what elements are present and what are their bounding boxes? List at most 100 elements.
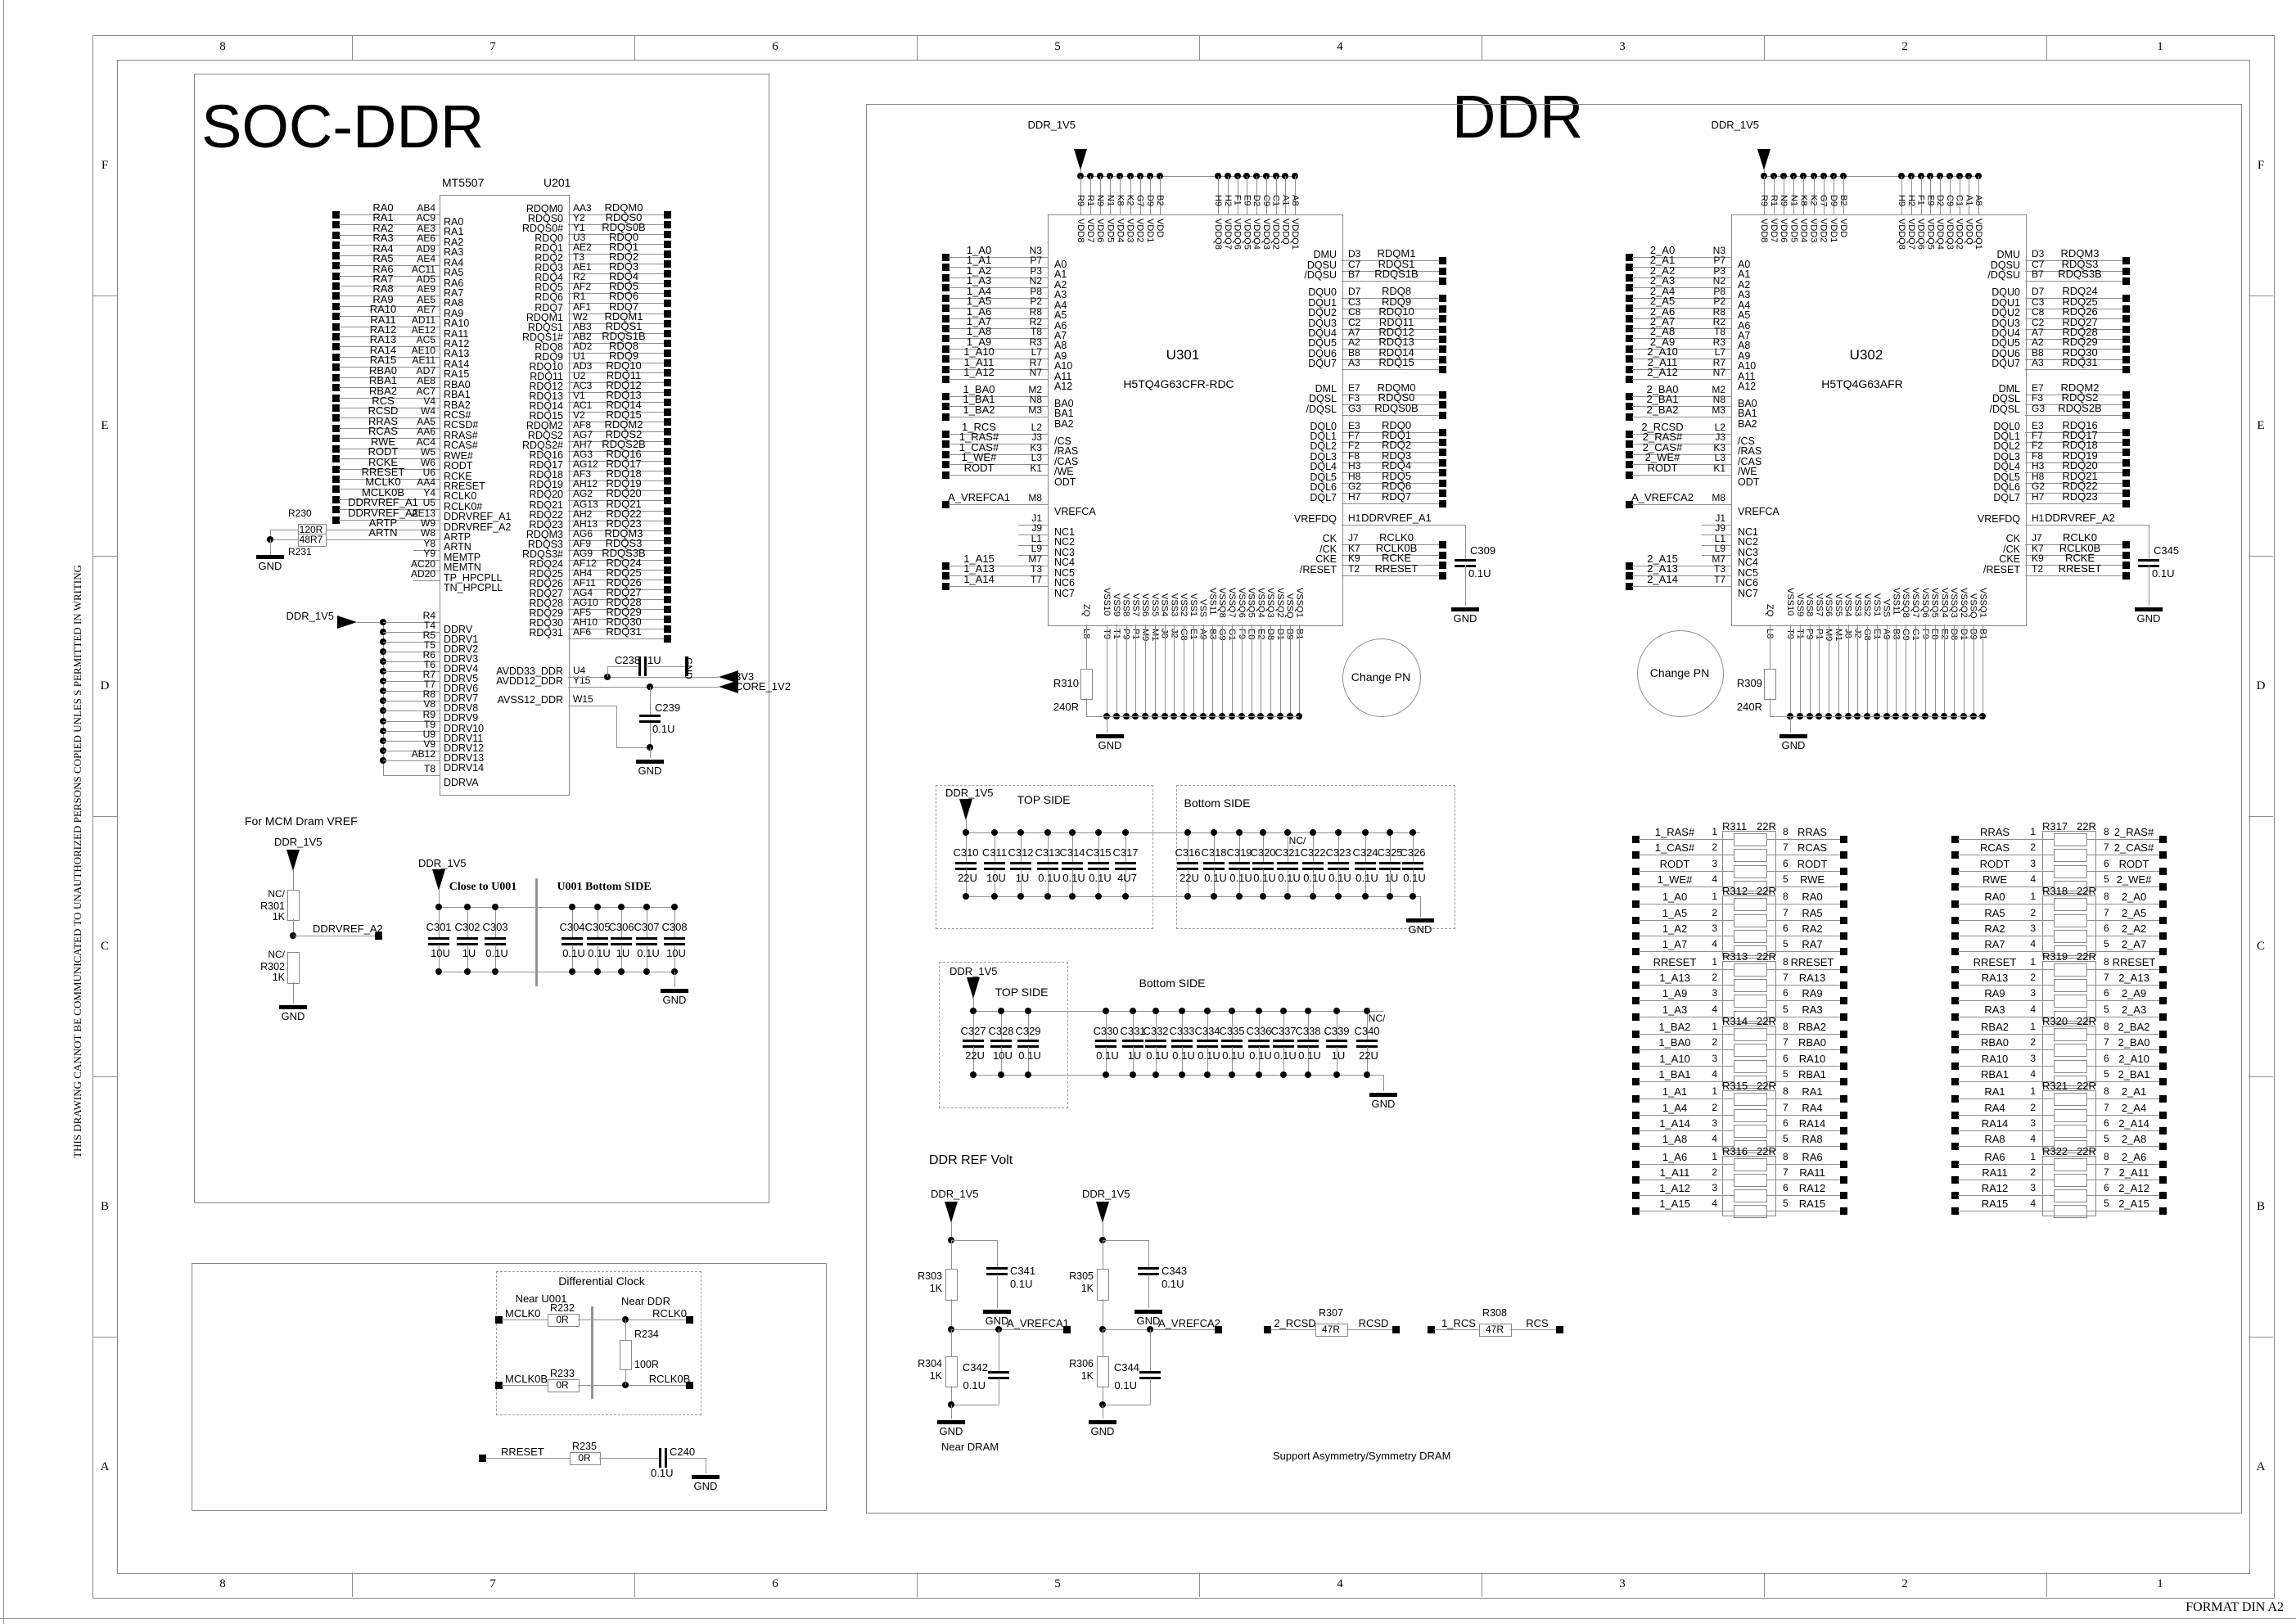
pin-name: A1 <box>1054 268 1067 281</box>
rail-label: DDR_1V5 <box>418 857 467 869</box>
net-label: RDQ12 <box>606 378 642 391</box>
pin-number: P7 <box>1713 255 1725 267</box>
net-label: RCLK0 <box>1379 531 1414 544</box>
wire <box>1232 625 1233 716</box>
pin-number: T6 <box>423 659 435 671</box>
terminal-square <box>1439 401 1446 409</box>
junction-dot <box>1410 893 1416 900</box>
capacitor-ref: C340 <box>1354 1025 1380 1037</box>
wire <box>2025 575 2122 576</box>
pin-name: A2 <box>1054 278 1067 291</box>
pack-value: 22R <box>1757 820 1776 832</box>
terminal-square <box>1439 479 1446 487</box>
terminal-square <box>942 413 950 421</box>
chip-u301 <box>1048 214 1343 626</box>
wire <box>1018 555 1048 557</box>
pin-number: AC5 <box>416 334 435 346</box>
pin-number: AF9 <box>573 537 592 549</box>
net-label: RODT <box>963 461 995 474</box>
terminal-square <box>942 314 950 323</box>
wire <box>1632 503 1731 505</box>
pin-name: DDRV8 <box>444 702 479 715</box>
pin-name: RA10 <box>444 318 470 330</box>
pin-name: VDD7 <box>1769 219 1780 243</box>
wire <box>1465 525 1466 559</box>
terminal-square <box>664 526 671 535</box>
pin-name: RDQ20 <box>529 489 563 501</box>
grid-col-label: 5 <box>1054 40 1061 53</box>
pin-number: 7 <box>2104 1101 2109 1113</box>
gnd-symbol <box>256 555 284 559</box>
pin-number: AE7 <box>417 304 435 316</box>
wire <box>1813 176 1815 214</box>
terminal-square <box>1626 304 1633 313</box>
pin-name: /RESET <box>1299 563 1337 575</box>
pin-number: R9 <box>1076 195 1085 207</box>
side-label: U001 Bottom SIDE <box>557 881 652 893</box>
capacitor-value: 0.1U <box>485 947 508 959</box>
net-label: RDQ25 <box>2062 295 2098 308</box>
grid-row-label: E <box>101 419 109 432</box>
pin-number: P8 <box>1030 285 1042 297</box>
pin-name: RA14 <box>444 358 470 370</box>
pin-number: T7 <box>423 679 435 691</box>
net-label: RCAS <box>368 425 399 438</box>
junction-dot <box>1236 829 1243 836</box>
pack-ref: R312 <box>1722 885 1748 898</box>
resistor-value: 0R <box>556 1314 569 1325</box>
pin-number: V8 <box>423 698 435 710</box>
net-label: 2_RCSD <box>1274 1317 1316 1329</box>
frame-divider <box>352 1572 353 1597</box>
pack-resistor <box>1734 978 1767 992</box>
pin-number: T9 <box>423 718 435 730</box>
resistor-value: 240R <box>1053 701 1079 713</box>
pin-number: 7 <box>2104 971 2109 983</box>
capacitor-value: 22U <box>965 1049 985 1062</box>
net-label: 1_A7 <box>1662 938 1688 951</box>
junction-dot <box>1044 829 1051 836</box>
soc-section-box <box>194 74 769 1203</box>
pin-number: 8 <box>1783 826 1789 837</box>
pin-number: N7 <box>1029 367 1042 379</box>
wire <box>1342 442 1439 444</box>
wire <box>949 348 1048 350</box>
pin-number: K1 <box>1030 462 1042 474</box>
wire <box>973 1075 1383 1076</box>
wire <box>949 379 1048 381</box>
capacitor-value: 0.1U <box>562 947 585 959</box>
junction-dot <box>998 1008 1004 1014</box>
terminal-square <box>942 335 950 343</box>
pin-name: VSSQ6 <box>1919 587 1930 618</box>
pin-number: 4 <box>2030 873 2036 885</box>
pin-number: AB3 <box>573 320 592 332</box>
gnd-label: GND <box>1090 1425 1115 1437</box>
pin-name: TP_HPCPLL <box>444 571 503 584</box>
terminal-square <box>664 378 671 386</box>
wire <box>1803 176 1805 214</box>
wire <box>1934 625 1936 716</box>
wire <box>1342 414 1439 416</box>
net-label: RDQS0B <box>1374 401 1419 414</box>
wire <box>1086 716 1300 717</box>
capacitor-plate <box>986 1273 1008 1275</box>
pin-number: 7 <box>1783 1036 1789 1049</box>
wire <box>1342 270 1439 272</box>
resistor-pack <box>1722 831 1776 891</box>
side-label: TOP SIDE <box>995 986 1049 999</box>
net-label: RA1 <box>372 211 394 224</box>
resistor-R234 <box>620 1340 632 1370</box>
resistor-value: 1K <box>929 1283 942 1294</box>
wire <box>1308 1011 1309 1040</box>
pin-name: RDQ22 <box>529 508 563 521</box>
capacitor-plate <box>1297 1040 1319 1042</box>
wire <box>339 346 440 348</box>
pin-number: 8 <box>2104 1150 2109 1162</box>
grid-col-label: 3 <box>1619 40 1626 53</box>
pin-number: AG2 <box>573 488 593 500</box>
pin-number: R8 <box>422 688 435 701</box>
net-label: 2_A10 <box>1647 345 1678 359</box>
pin-number: 8 <box>1783 891 1789 903</box>
terminal-square <box>664 231 671 239</box>
pin-number: Y8 <box>423 537 435 549</box>
